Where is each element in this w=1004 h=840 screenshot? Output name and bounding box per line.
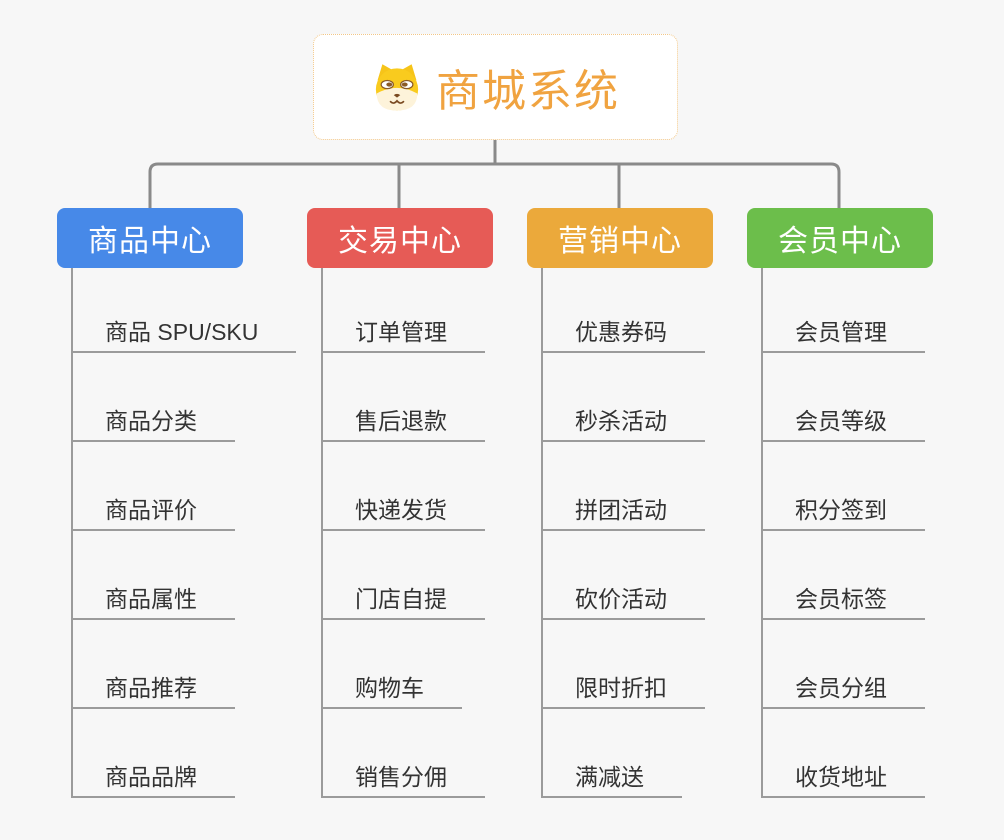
sub-topic[interactable]: 商品评价	[73, 442, 235, 531]
sub-topic[interactable]: 订单管理	[323, 268, 485, 353]
sub-topic[interactable]: 砍价活动	[543, 531, 705, 620]
sub-topic-label: 门店自提	[355, 585, 447, 612]
branch-column-marketing: 优惠券码 秒杀活动 拼团活动 砍价活动 限时折扣 满减送	[541, 268, 705, 798]
sub-topic[interactable]: 购物车	[323, 620, 462, 709]
sub-topic[interactable]: 会员标签	[763, 531, 925, 620]
branch-topic-member-center[interactable]: 会员中心	[747, 208, 933, 268]
branch-topic-marketing-center[interactable]: 营销中心	[527, 208, 713, 268]
sub-topic[interactable]: 积分签到	[763, 442, 925, 531]
sub-topic[interactable]: 商品品牌	[73, 709, 235, 798]
sub-topic-label: 商品属性	[105, 585, 197, 612]
dog-face-icon	[371, 62, 423, 112]
sub-topic-label: 商品分类	[105, 407, 197, 434]
sub-topic-label: 售后退款	[355, 407, 447, 434]
sub-topic-label: 优惠券码	[575, 318, 667, 345]
sub-topic[interactable]: 销售分佣	[323, 709, 485, 798]
sub-topic-label: 收货地址	[795, 763, 887, 790]
sub-topic[interactable]: 拼团活动	[543, 442, 705, 531]
sub-topic-label: 商品 SPU/SKU	[105, 318, 259, 345]
sub-topic-label: 限时折扣	[575, 674, 667, 701]
sub-topic-label: 满减送	[575, 763, 644, 790]
sub-topic-label: 销售分佣	[355, 763, 447, 790]
sub-topic[interactable]: 会员分组	[763, 620, 925, 709]
branch-topic-product-center[interactable]: 商品中心	[57, 208, 243, 268]
sub-topic-label: 订单管理	[355, 318, 447, 345]
sub-topic[interactable]: 商品 SPU/SKU	[73, 268, 297, 353]
sub-topic[interactable]: 限时折扣	[543, 620, 705, 709]
sub-topic[interactable]: 会员管理	[763, 268, 925, 353]
sub-topic[interactable]: 商品推荐	[73, 620, 235, 709]
branch-label: 营销中心	[558, 225, 682, 258]
sub-topic[interactable]: 收货地址	[763, 709, 925, 798]
branch-label: 交易中心	[338, 225, 462, 258]
sub-topic-label: 购物车	[355, 674, 424, 701]
branch-column-product: 商品 SPU/SKU 商品分类 商品评价 商品属性 商品推荐 商品品牌	[71, 268, 297, 798]
sub-topic[interactable]: 满减送	[543, 709, 682, 798]
sub-topic-label: 积分签到	[795, 496, 887, 523]
sub-topic-label: 会员分组	[795, 674, 887, 701]
root-topic[interactable]: 商城系统	[313, 34, 678, 140]
sub-topic-label: 会员标签	[795, 585, 887, 612]
sub-topic-label: 拼团活动	[575, 496, 667, 523]
sub-topic-label: 秒杀活动	[575, 407, 667, 434]
branch-column-trade: 订单管理 售后退款 快递发货 门店自提 购物车 销售分佣	[321, 268, 485, 798]
sub-topic-label: 砍价活动	[575, 585, 667, 612]
sub-topic[interactable]: 售后退款	[323, 353, 485, 442]
branch-label: 会员中心	[778, 225, 902, 258]
sub-topic[interactable]: 秒杀活动	[543, 353, 705, 442]
sub-topic[interactable]: 商品属性	[73, 531, 235, 620]
sub-topic-label: 商品品牌	[105, 763, 197, 790]
sub-topic-label: 会员等级	[795, 407, 887, 434]
sub-topic[interactable]: 商品分类	[73, 353, 235, 442]
branch-label: 商品中心	[88, 225, 212, 258]
bus-line	[148, 162, 841, 209]
sub-topic-label: 商品评价	[105, 496, 197, 523]
sub-topic-label: 快递发货	[355, 496, 447, 523]
sub-topic[interactable]: 门店自提	[323, 531, 485, 620]
branch-topic-trade-center[interactable]: 交易中心	[307, 208, 493, 268]
sub-topic[interactable]: 会员等级	[763, 353, 925, 442]
root-topic-label: 商城系统	[436, 67, 620, 116]
sub-topic-label: 商品推荐	[105, 674, 197, 701]
sub-topic[interactable]: 快递发货	[323, 442, 485, 531]
sub-topic[interactable]: 优惠券码	[543, 268, 705, 353]
branch-column-member: 会员管理 会员等级 积分签到 会员标签 会员分组 收货地址	[761, 268, 925, 798]
sub-topic-label: 会员管理	[795, 318, 887, 345]
